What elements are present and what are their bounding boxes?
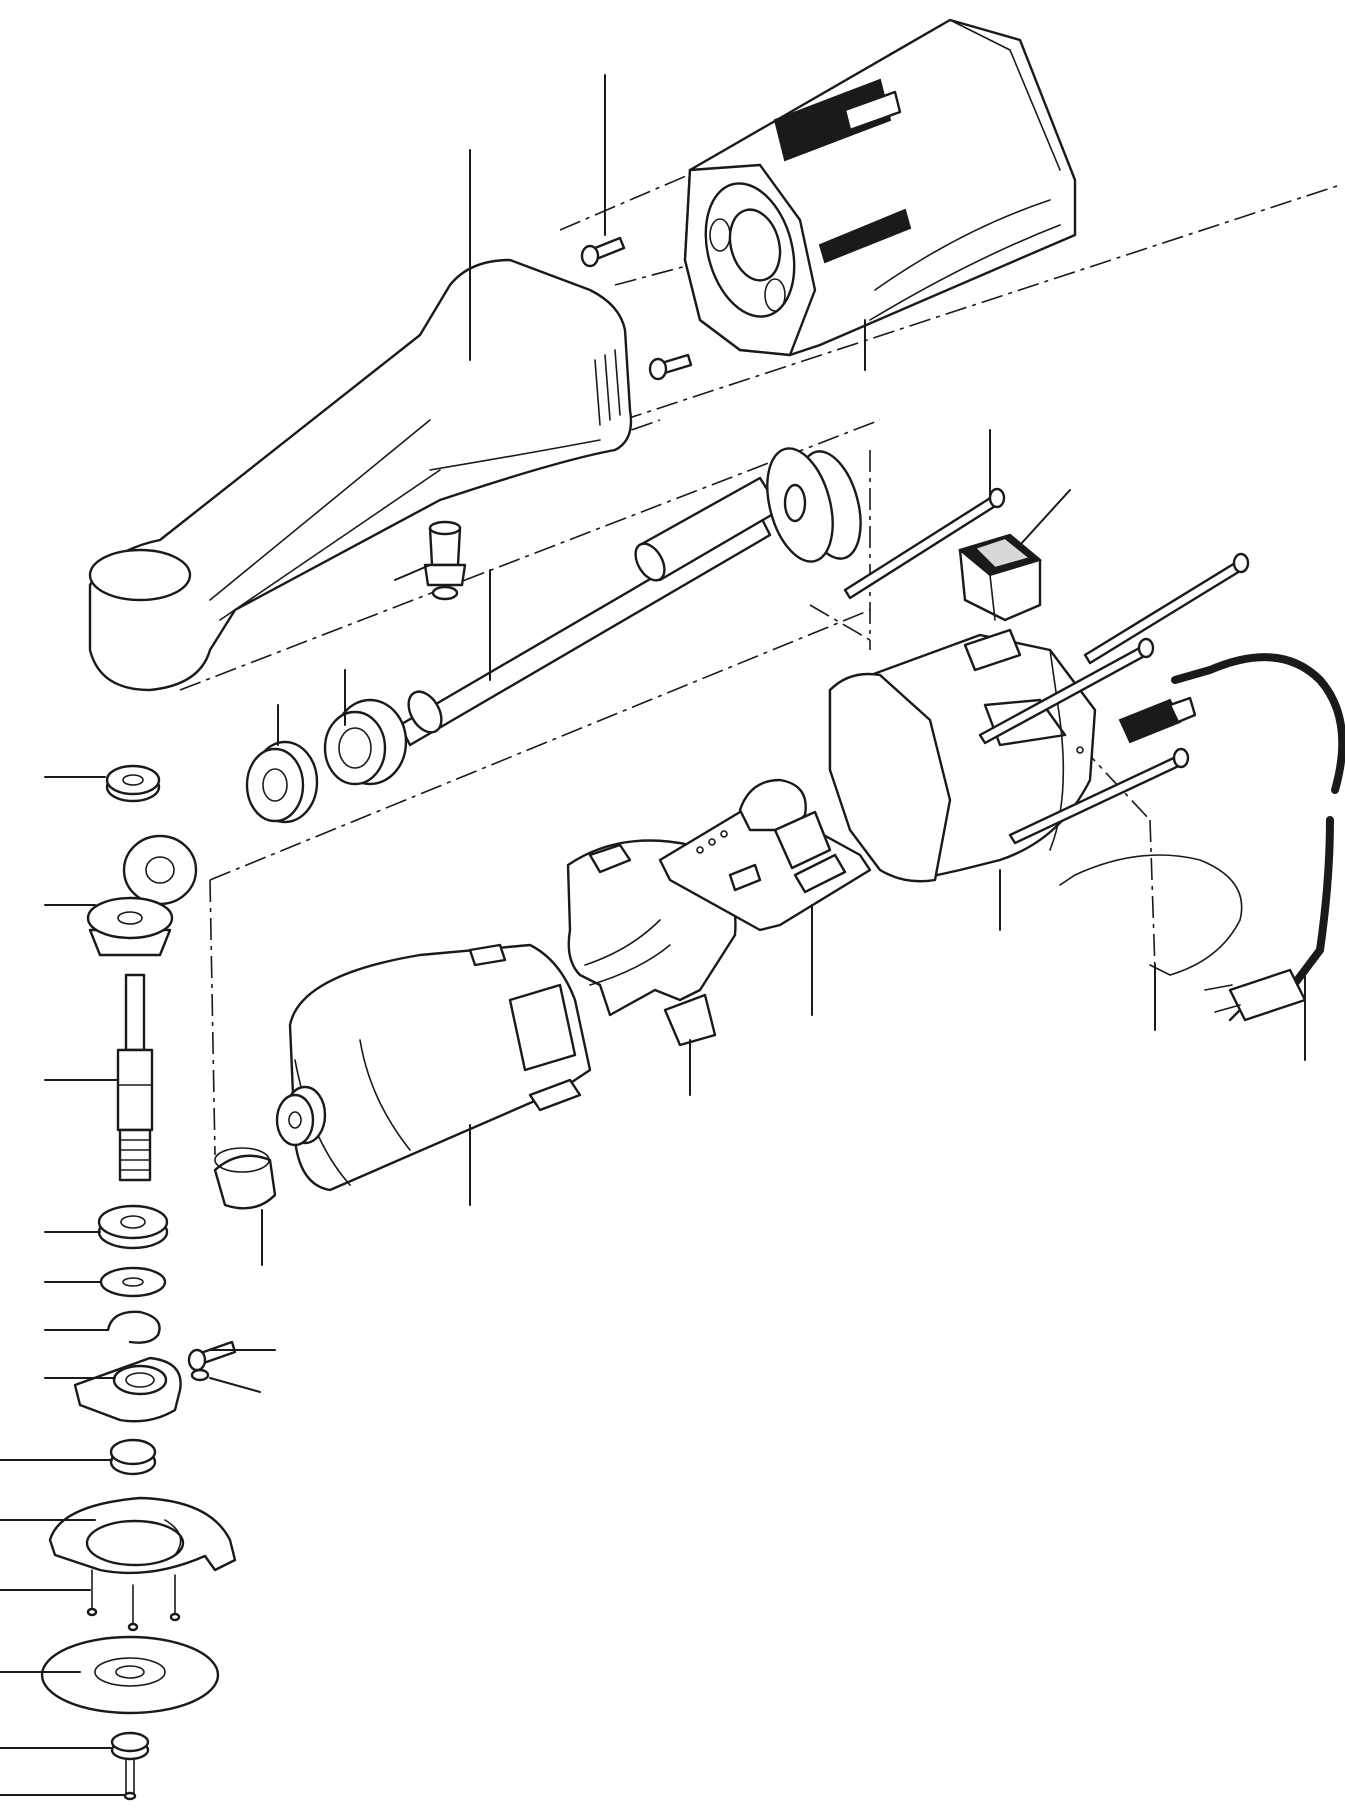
shaft-bearing bbox=[245, 740, 319, 824]
motor-pinion bbox=[275, 1085, 327, 1147]
assembly-guide-lines bbox=[179, 169, 1341, 1156]
switch bbox=[957, 533, 1043, 622]
circuit-board bbox=[658, 778, 872, 932]
spindle-bearing-top bbox=[105, 764, 161, 803]
cord-plug bbox=[1118, 653, 1345, 1022]
bevel-gear-wheel bbox=[86, 834, 198, 957]
leader-lines bbox=[0, 74, 1306, 1796]
cord-clip bbox=[1059, 854, 1243, 976]
bearing-flange bbox=[73, 1356, 182, 1423]
rear-cover bbox=[683, 18, 1077, 357]
cover-screw-bottom bbox=[648, 353, 693, 381]
spindle-bearing-bottom bbox=[97, 1204, 169, 1250]
bearing-sleeve bbox=[213, 1147, 277, 1210]
gear-head-housing bbox=[88, 258, 633, 692]
washer bbox=[99, 1266, 167, 1298]
cover-screw-top bbox=[580, 236, 626, 268]
armature-shaft bbox=[398, 476, 782, 747]
housing-screws bbox=[843, 487, 1250, 845]
lock-button bbox=[423, 520, 467, 601]
flange-screw bbox=[187, 1340, 237, 1372]
grinding-disc bbox=[40, 1635, 220, 1715]
fan-wheel bbox=[766, 447, 862, 563]
motor-housing bbox=[828, 628, 1097, 883]
spring-washer bbox=[190, 1368, 210, 1382]
worm-gear bbox=[323, 698, 408, 786]
inner-flange bbox=[109, 1438, 157, 1476]
circlip bbox=[106, 1310, 161, 1344]
spindle bbox=[116, 973, 154, 1182]
guard-screws bbox=[86, 1569, 181, 1632]
wheel-guard bbox=[48, 1496, 237, 1575]
motor bbox=[288, 943, 592, 1192]
clamp-nut bbox=[110, 1731, 150, 1801]
